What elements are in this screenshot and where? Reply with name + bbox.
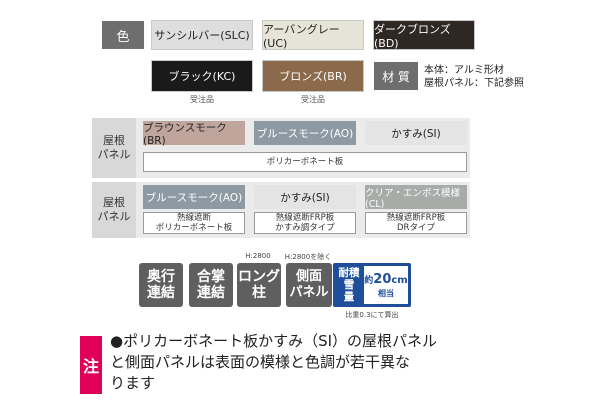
feature-gassho-connection-icon: 合掌 連結: [189, 263, 233, 307]
order-note-bronze: 受注品: [301, 95, 325, 104]
feature-long-post-icon: ロング 柱: [237, 263, 281, 307]
feature-note-long-post: H:2800: [245, 252, 271, 260]
roof-material-note-2c: 熱線遮断FRP板 DRタイプ: [365, 212, 467, 234]
roof-panel-label-1: 屋根 パネル: [92, 118, 136, 178]
snow-unit: cm: [391, 274, 408, 286]
material-roof-panel: 屋根パネル：下記参照: [424, 78, 524, 89]
color-swatch-sunsilver: サンシルバー(SLC): [151, 20, 253, 50]
material-label: 材 質: [374, 62, 418, 90]
color-swatch-black: ブラック(KC): [151, 60, 253, 92]
roof-material-note-2b: 熱線遮断FRP板 かすみ調タイプ: [254, 212, 356, 234]
snow-load-value-box: 約20cm 相当: [364, 266, 408, 304]
roof-material-note-1: ポリカーボネート板: [143, 152, 467, 172]
color-swatch-urbangray: アーバングレー(UC): [262, 20, 364, 50]
roof-sample-clear-emboss: クリア・エンボス模様(CL): [365, 185, 467, 210]
color-label: 色: [102, 21, 144, 49]
color-swatch-darkbronze: ダークブロンズ(BD): [373, 20, 475, 50]
roof-sample-kasumi-2: かすみ(SI): [254, 185, 356, 209]
snow-approx: 約: [364, 275, 374, 286]
material-details: 本体：アルミ形材 屋根パネル：下記参照: [424, 64, 524, 90]
roof-sample-blue-smoke: ブルースモーク(AO): [254, 121, 356, 145]
color-swatch-bronze: ブロンズ(BR): [262, 60, 364, 92]
feature-note-side-panel: H:2800を除く: [284, 253, 332, 261]
order-note-black: 受注品: [190, 95, 214, 104]
material-body: 本体：アルミ形材: [424, 65, 504, 76]
feature-depth-connection-icon: 奥行 連結: [139, 263, 183, 307]
roof-sample-brown-smoke: ブラウンスモーク(BR): [143, 121, 245, 147]
snow-value: 20: [373, 271, 392, 287]
roof-panel-label-2: 屋根 パネル: [92, 182, 136, 238]
snow-sub: 相当: [378, 288, 394, 298]
roof-material-note-2a: 熱線遮断 ポリカーボネート板: [143, 212, 245, 234]
roof-sample-kasumi: かすみ(SI): [365, 121, 467, 145]
snow-load-label: 耐積雪 量: [338, 267, 360, 303]
snow-load-badge: 耐積雪 量 約20cm 相当: [333, 263, 411, 307]
roof-sample-blue-smoke-2: ブルースモーク(AO): [143, 185, 245, 209]
feature-side-panel-icon: 側面 パネル: [286, 263, 332, 307]
notice-text: ●ポリカーボネート板かすみ（SI）の屋根パネル と側面パネルは表面の模様と色調が…: [110, 332, 438, 392]
notice-badge: 注: [80, 336, 102, 394]
snow-load-note: 比重0.3にて算出: [345, 311, 399, 319]
